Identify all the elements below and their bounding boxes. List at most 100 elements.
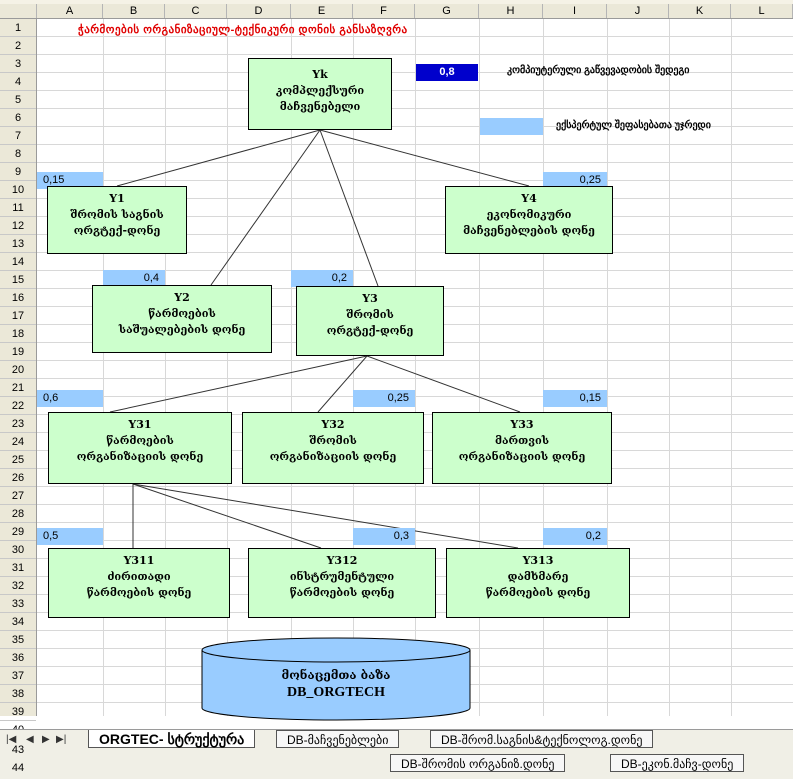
row-header[interactable]: 4 <box>0 73 36 91</box>
row-header[interactable]: 39 <box>0 703 36 721</box>
row-header[interactable]: 20 <box>0 361 36 379</box>
database-shape[interactable]: მონაცემთა ბაზა DB_ORGTECH <box>200 636 472 722</box>
column-header[interactable]: G <box>415 4 479 18</box>
column-header[interactable]: H <box>479 4 543 18</box>
row-header[interactable]: 17 <box>0 307 36 325</box>
weight-cell-y32[interactable]: 0,25 <box>353 390 415 407</box>
node-label: ორგანიზაციის დონე <box>76 450 204 463</box>
weight-cell-y312[interactable]: 0,3 <box>353 528 415 545</box>
first-sheet-icon[interactable]: |◀ <box>6 734 17 745</box>
row-header[interactable]: 38 <box>0 685 36 703</box>
sheet-tab[interactable]: DB-ეკონ.მაჩვ-დონე <box>610 754 745 772</box>
weight-cell-y311[interactable]: 0,5 <box>37 528 103 545</box>
weight-cell-y2[interactable]: 0,4 <box>103 270 165 287</box>
row-header[interactable]: 9 <box>0 163 36 181</box>
row-header[interactable]: 32 <box>0 577 36 595</box>
node-y31[interactable]: Y31 წარმოების ორგანიზაციის დონე <box>48 412 232 484</box>
column-header[interactable]: C <box>165 4 227 18</box>
row-header[interactable]: 43 <box>11 744 25 756</box>
row-header[interactable]: 19 <box>0 343 36 361</box>
column-header-bar: A B C D E F G H I J K L <box>0 4 793 19</box>
column-header[interactable]: F <box>353 4 415 18</box>
node-label: ეკონომიკური <box>486 208 572 221</box>
database-label: მონაცემთა ბაზა <box>281 668 391 682</box>
node-label: წარმოების დონე <box>485 586 591 599</box>
node-y33[interactable]: Y33 მართვის ორგანიზაციის დონე <box>432 412 612 484</box>
next-sheet-icon[interactable]: ▶ <box>42 734 50 745</box>
row-header[interactable]: 8 <box>0 145 36 163</box>
row-header[interactable]: 36 <box>0 649 36 667</box>
column-header[interactable]: I <box>543 4 607 18</box>
row-header[interactable]: 10 <box>0 181 36 199</box>
row-header[interactable]: 22 <box>0 397 36 415</box>
row-header[interactable]: 1 <box>0 19 36 37</box>
row-header[interactable]: 29 <box>0 523 36 541</box>
node-label: ორგტექ-დონე <box>73 224 161 237</box>
row-header[interactable]: 16 <box>0 289 36 307</box>
result-cell[interactable]: 0,8 <box>416 64 478 81</box>
node-y1[interactable]: Y1 შრომის საგნის ორგტექ-დონე <box>47 186 187 254</box>
weight-cell-y1[interactable]: 0,15 <box>37 172 103 189</box>
weight-cell-y33[interactable]: 0,15 <box>543 390 607 407</box>
node-code: Yk <box>312 68 328 81</box>
row-header[interactable]: 35 <box>0 631 36 649</box>
column-header[interactable]: K <box>669 4 731 18</box>
row-header[interactable]: 11 <box>0 199 36 217</box>
column-header[interactable]: D <box>227 4 291 18</box>
row-header[interactable]: 5 <box>0 91 36 109</box>
row-header[interactable]: 37 <box>0 667 36 685</box>
node-label: ორგანიზაციის დონე <box>458 450 586 463</box>
expert-cell-legend-swatch[interactable] <box>480 118 543 135</box>
database-cylinder-icon <box>201 637 471 721</box>
row-header[interactable]: 15 <box>0 271 36 289</box>
last-sheet-icon[interactable]: ▶| <box>56 734 67 745</box>
row-header[interactable]: 44 <box>11 762 25 774</box>
row-header[interactable]: 30 <box>0 541 36 559</box>
row-header[interactable]: 21 <box>0 379 36 397</box>
sheet-tab[interactable]: DB-შრომის ორგანიზ.დონე <box>390 754 566 772</box>
row-header[interactable]: 27 <box>0 487 36 505</box>
sheet-tab[interactable]: DB-შრომ.საგნის&ტექნოლოგ.დონე <box>430 730 654 748</box>
node-y312[interactable]: Y312 ინსტრუმენტული წარმოების დონე <box>248 548 436 618</box>
row-header[interactable]: 34 <box>0 613 36 631</box>
node-y32[interactable]: Y32 შრომის ორგანიზაციის დონე <box>242 412 424 484</box>
node-y311[interactable]: Y311 ძირითადი წარმოების დონე <box>48 548 230 618</box>
weight-cell-y313[interactable]: 0,2 <box>543 528 607 545</box>
column-header[interactable]: J <box>607 4 669 18</box>
weight-cell-y4[interactable]: 0,25 <box>543 172 607 189</box>
row-header[interactable]: 25 <box>0 451 36 469</box>
column-header[interactable]: A <box>37 4 103 18</box>
node-y2[interactable]: Y2 წარმოების საშუალებების დონე <box>92 285 272 353</box>
row-header[interactable]: 14 <box>0 253 36 271</box>
row-header[interactable]: 12 <box>0 217 36 235</box>
row-header[interactable]: 24 <box>0 433 36 451</box>
row-header[interactable]: 13 <box>0 235 36 253</box>
row-header[interactable]: 26 <box>0 469 36 487</box>
database-name: DB_ORGTECH <box>286 685 385 700</box>
node-y4[interactable]: Y4 ეკონომიკური მაჩვენებლების დონე <box>445 186 613 254</box>
row-header[interactable]: 31 <box>0 559 36 577</box>
row-header[interactable]: 2 <box>0 37 36 55</box>
node-yk[interactable]: Yk კომპლექსური მაჩვენებელი <box>248 58 392 130</box>
weight-cell-y3[interactable]: 0,2 <box>291 270 353 287</box>
column-header[interactable]: E <box>291 4 353 18</box>
row-header[interactable]: 23 <box>0 415 36 433</box>
node-label: შრომის <box>346 308 394 321</box>
row-header[interactable]: 7 <box>0 127 36 145</box>
row-header[interactable]: 28 <box>0 505 36 523</box>
column-header[interactable]: L <box>731 4 793 18</box>
row-header[interactable]: 33 <box>0 595 36 613</box>
select-all-corner[interactable] <box>0 4 37 18</box>
sheet-tab[interactable]: DB-მაჩვენებლები <box>276 730 400 748</box>
row-header[interactable]: 3 <box>0 55 36 73</box>
row-header[interactable]: 18 <box>0 325 36 343</box>
node-code: Y32 <box>321 418 345 431</box>
row-header[interactable]: 6 <box>0 109 36 127</box>
sheet-tab-bar: |◀ ◀ ▶ ▶| ORGTEC- სტრუქტურა DB-მაჩვენებლ… <box>0 729 793 779</box>
prev-sheet-icon[interactable]: ◀ <box>26 734 34 745</box>
node-y3[interactable]: Y3 შრომის ორგტექ-დონე <box>296 286 444 356</box>
node-y313[interactable]: Y313 დამხმარე წარმოების დონე <box>446 548 630 618</box>
column-header[interactable]: B <box>103 4 165 18</box>
sheet-tab-active[interactable]: ORGTEC- სტრუქტურა <box>88 730 256 748</box>
weight-cell-y31[interactable]: 0,6 <box>37 390 103 407</box>
